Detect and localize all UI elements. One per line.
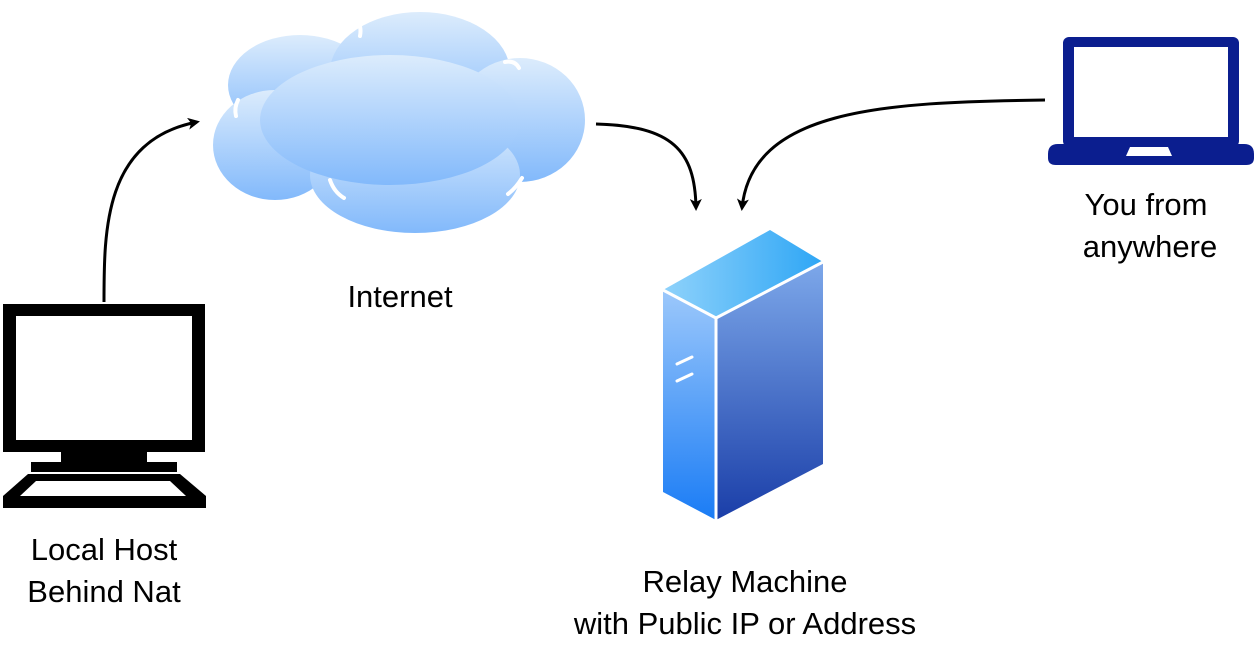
arrow-internet-to-relay bbox=[595, 122, 702, 211]
server-tower-icon bbox=[662, 230, 824, 520]
internet-label: Internet bbox=[347, 279, 453, 314]
desktop-computer-icon bbox=[3, 304, 206, 508]
cloud-icon bbox=[213, 12, 585, 233]
relay-label-line2: with Public IP or Address bbox=[573, 606, 916, 641]
remote-label-line1: You from bbox=[1085, 187, 1208, 222]
arrow-localhost-to-internet bbox=[102, 117, 200, 303]
remote-label-line2: anywhere bbox=[1083, 229, 1217, 264]
local-host-label-line2: Behind Nat bbox=[27, 574, 181, 609]
local-host-label-line1: Local Host bbox=[31, 532, 178, 567]
arrow-remote-to-relay bbox=[736, 98, 1046, 211]
laptop-icon bbox=[1048, 37, 1254, 165]
relay-label-line1: Relay Machine bbox=[642, 564, 847, 599]
